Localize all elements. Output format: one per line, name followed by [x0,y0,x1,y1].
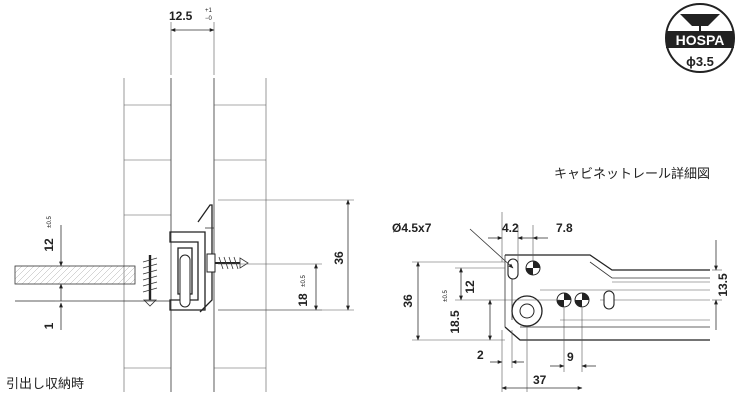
screw-icon [142,255,158,307]
closed-state-caption: 引出し収納時 [6,377,84,392]
screw-mark-icon [556,292,572,308]
detail-view-caption: キャビネットレール詳細図 [554,166,710,182]
screw-head-icon [680,14,720,26]
slot-hole [507,258,519,280]
dim-18-tol: ±0.5 [301,275,307,287]
left-cross-section: 12.5 +1 −0 12 ±0.5 1 18 ±0.5 36 [14,8,354,392]
cabinet-rail-detail: Ø4.5x7 4.2 7.8 36 12 18.5 ±0.5 13.5 [392,212,730,392]
dim-12-right: 12 [463,280,477,294]
dim-18: 18 [296,293,310,307]
dim-12-tol: ±0.5 [47,216,53,228]
screw-icon [206,253,249,273]
dim-13-5: 13.5 [716,273,730,297]
dim-4-2: 4.2 [502,221,519,235]
dim-18-5-tol: ±0.5 [443,290,449,302]
dim-36-right: 36 [401,294,415,308]
hole-label: Ø4.5x7 [392,221,432,235]
dim-9: 9 [567,350,574,364]
hospa-logo: HOSPA ϕ3.5 [665,3,735,73]
logo-screw-size: ϕ3.5 [686,54,714,69]
dim-1: 1 [42,322,56,329]
dim-12-5: 12.5 [169,9,193,23]
screw-mark-icon [574,292,590,308]
dim-7-8: 7.8 [556,221,573,235]
screw-mark-icon [525,260,541,276]
dim-12-5-tol-minus: −0 [205,16,213,22]
slot-hole [603,290,615,310]
dim-18-5: 18.5 [448,310,462,334]
dim-2: 2 [477,348,484,362]
dim-37: 37 [533,373,547,387]
dim-12-5-tol-plus: +1 [205,8,213,14]
logo-brand: HOSPA [676,32,725,48]
dim-12: 12 [42,238,56,252]
dim-36-left: 36 [332,251,346,265]
